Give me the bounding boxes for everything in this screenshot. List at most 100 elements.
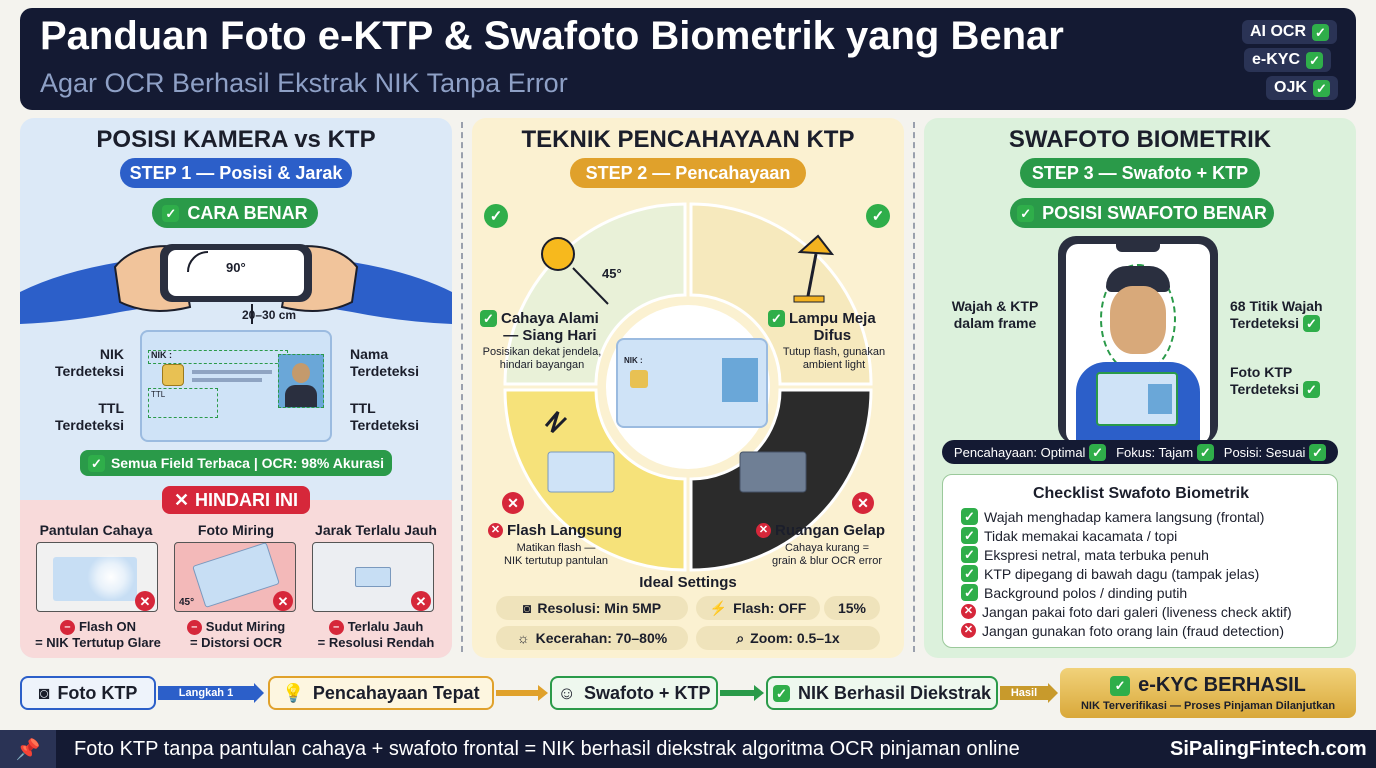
flow-arrow-4: Hasil bbox=[1000, 683, 1058, 703]
page-subtitle: Agar OCR Berhasil Ekstrak NIK Tanpa Erro… bbox=[40, 68, 568, 98]
desk-lamp-desc: Tutup flash, gunakan ambient light bbox=[782, 346, 886, 371]
status-focus: Fokus: Tajam ✓ bbox=[1116, 443, 1214, 461]
phone-screen bbox=[168, 250, 304, 296]
rotate-arrow bbox=[187, 251, 209, 273]
footer-bar bbox=[0, 730, 1376, 768]
footer-brand[interactable]: SiPalingFintech.com bbox=[1170, 738, 1367, 760]
card-nik-label: NIK : bbox=[151, 350, 172, 360]
phone-frame bbox=[1058, 236, 1218, 444]
quadrant-natural-light bbox=[503, 202, 687, 386]
distance-label: 20–30 cm bbox=[242, 308, 297, 322]
setting-kecerahan: ☼Kecerahan: 70–80% bbox=[496, 626, 688, 650]
selfie-correct-pill: ✓POSISI SWAFOTO BENAR bbox=[1010, 198, 1274, 228]
nama-detected-label: Nama Terdeteksi bbox=[350, 346, 419, 379]
x-icon: ✕ bbox=[961, 623, 976, 638]
panel-divider bbox=[461, 122, 463, 652]
checklist-box: Checklist Swafoto Biometrik ✓Wajah mengh… bbox=[942, 474, 1338, 648]
center-card-nik: NIK : bbox=[624, 356, 643, 365]
checklist-item: ✓Tidak memakai kacamata / topi bbox=[961, 526, 1331, 545]
ttl-detected-label-left: TTL Terdeteksi bbox=[55, 400, 124, 433]
check-icon: ✓ bbox=[1017, 204, 1035, 222]
hands-holding-phone-illustration bbox=[20, 244, 452, 324]
bad2-title: Foto Miring bbox=[197, 522, 275, 538]
check-icon: ✓ bbox=[1196, 443, 1214, 461]
panel3-title: SWAFOTO BIOMETRIK bbox=[1008, 126, 1272, 153]
direct-flash-title: ✕Flash Langsung bbox=[488, 522, 622, 539]
bad3-title: Jarak Terlalu Jauh bbox=[315, 522, 437, 538]
avoid-pill: ✕HINDARI INI bbox=[162, 486, 310, 514]
check-icon: ✓ bbox=[480, 310, 497, 327]
no-icon: – bbox=[328, 620, 344, 635]
check-icon: ✓ bbox=[961, 508, 978, 525]
light-ray-arrow bbox=[572, 267, 609, 305]
check-icon: ✓ bbox=[961, 584, 978, 601]
flow-arrow-2 bbox=[496, 685, 548, 701]
ttl-detected-label-right: TTL Terdeteksi bbox=[350, 400, 419, 433]
checklist-item: ✓Background polos / dinding putih bbox=[961, 583, 1331, 602]
flow-step-foto-ktp: ◙Foto KTP bbox=[20, 676, 156, 710]
correct-pill: ✓CARA BENAR bbox=[152, 198, 318, 228]
card-ttl-label: TTL bbox=[151, 390, 166, 399]
checklist-title: Checklist Swafoto Biometrik bbox=[1032, 485, 1250, 502]
desk-lamp-icon bbox=[797, 234, 835, 256]
flow-final-ekyc: ✓e-KYC BERHASIL NIK Terverifikasi — Pros… bbox=[1060, 668, 1356, 718]
flow-arrow-3 bbox=[720, 685, 764, 701]
zoom-icon: ⌕ bbox=[736, 629, 745, 646]
titik-wajah-label: 68 Titik Wajah Terdeteksi ✓ bbox=[1230, 298, 1323, 332]
lightbulb-icon: 💡 bbox=[282, 682, 305, 703]
no-icon: – bbox=[59, 620, 75, 635]
quadrant-desk-lamp bbox=[689, 202, 873, 386]
check-icon: ✓ bbox=[1309, 443, 1327, 461]
check-icon: ✓ bbox=[1089, 443, 1107, 461]
bad2-angle-label: 45° bbox=[179, 597, 195, 608]
bad2-tilted-image: 45° ✕ bbox=[174, 542, 296, 612]
ekyc-success-title: ✓e-KYC BERHASIL bbox=[1060, 674, 1356, 697]
flow-arrow-1: Langkah 1 bbox=[158, 683, 264, 703]
step2-pill: STEP 2 — Pencahayaan bbox=[570, 158, 806, 188]
angle-label: 90° bbox=[226, 260, 246, 275]
step3-pill: STEP 3 — Swafoto + KTP bbox=[1020, 158, 1260, 188]
sun-icon bbox=[541, 237, 575, 271]
bad3-caption-2: = Resolusi Rendah bbox=[317, 635, 435, 650]
check-icon: ✓ bbox=[961, 527, 978, 544]
check-icon: ✓ bbox=[768, 310, 785, 327]
badge-ai-ocr: AI OCR✓ bbox=[1242, 20, 1337, 44]
bad1-glare-image: ✕ bbox=[36, 542, 158, 612]
checklist-items: ✓Wajah menghadap kamera langsung (fronta… bbox=[961, 507, 1331, 640]
camera-icon: ◙ bbox=[522, 600, 532, 616]
check-icon: ✓ bbox=[1312, 79, 1330, 97]
ocr-status-bar: ✓Semua Field Terbaca | OCR: 98% Akurasi bbox=[80, 450, 392, 476]
x-icon: ✕ bbox=[173, 489, 190, 510]
foto-ktp-label: Foto KTP Terdeteksi ✓ bbox=[1230, 364, 1340, 398]
lightning-icon: ⚡ bbox=[709, 599, 728, 616]
x-icon: ✕ bbox=[502, 492, 524, 514]
check-icon: ✓ bbox=[961, 565, 978, 582]
setting-zoom: ⌕Zoom: 0.5–1x bbox=[696, 626, 880, 650]
bad1-title: Pantulan Cahaya bbox=[39, 522, 153, 538]
wajah-frame-label: Wajah & KTP dalam frame bbox=[951, 298, 1039, 331]
natural-light-desc: Posisikan dekat jendela, hindari bayanga… bbox=[482, 346, 602, 371]
dark-room-desc: Cahaya kurang = grain & blur OCR error bbox=[771, 542, 883, 567]
badge-ekyc: e-KYC✓ bbox=[1244, 48, 1332, 72]
x-icon: ✕ bbox=[961, 604, 976, 619]
footer-text: Foto KTP tanpa pantulan cahaya + swafoto… bbox=[74, 738, 1020, 760]
checklist-item: ✕Jangan gunakan foto orang lain (fraud d… bbox=[961, 621, 1331, 640]
flash-icon bbox=[544, 411, 568, 434]
badge-ojk: OJK✓ bbox=[1266, 76, 1338, 100]
nik-detected-label: NIK Terdeteksi bbox=[55, 346, 124, 379]
flow-step-lighting: 💡Pencahayaan Tepat bbox=[268, 676, 494, 710]
phone-screen bbox=[1066, 244, 1210, 444]
bad3-caption: –Terlalu Jauh bbox=[306, 620, 446, 635]
photo-avatar bbox=[278, 354, 324, 408]
brightness-icon: ☼ bbox=[516, 630, 530, 646]
selfie-status-bar: Pencahayaan: Optimal ✓ Fokus: Tajam ✓ Po… bbox=[942, 440, 1338, 464]
chip-icon bbox=[630, 370, 648, 388]
dark-ktp-thumb bbox=[739, 451, 807, 493]
photo-avatar bbox=[722, 358, 758, 402]
x-icon: ✕ bbox=[852, 492, 874, 514]
check-icon: ✓ bbox=[1302, 381, 1320, 398]
page-title: Panduan Foto e-KTP & Swafoto Biometrik y… bbox=[40, 14, 1064, 58]
checklist-item: ✕Jangan pakai foto dari galeri (liveness… bbox=[961, 602, 1331, 621]
x-icon: ✕ bbox=[273, 591, 293, 611]
status-position: Posisi: Sesuai ✓ bbox=[1224, 443, 1327, 461]
